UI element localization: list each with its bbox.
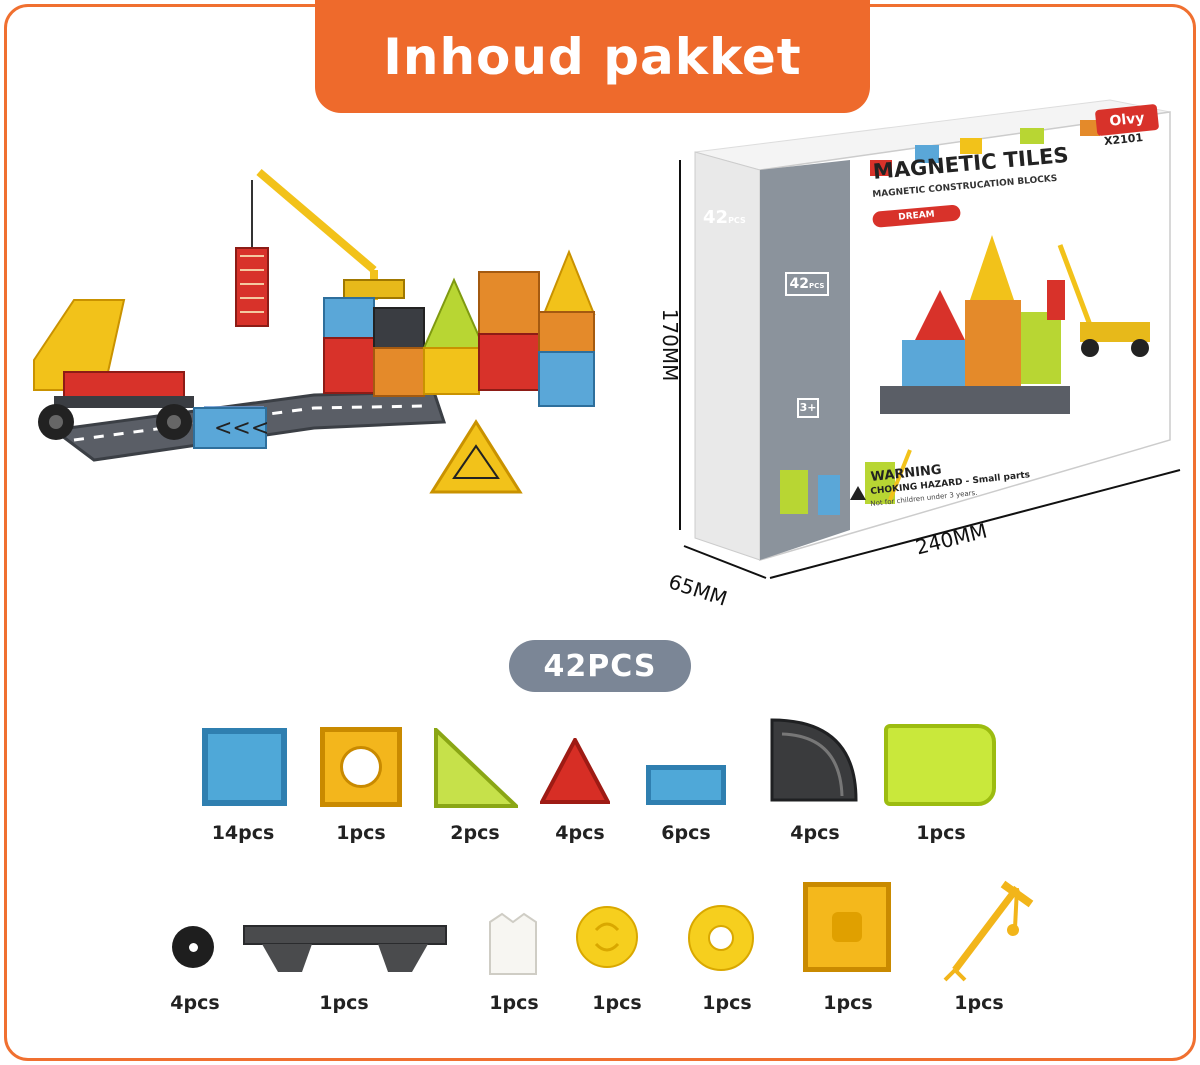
green-right-triangle-tile-icon <box>434 728 518 808</box>
product-box-image <box>679 99 1181 579</box>
row1-qty-1: 14pcs <box>211 822 275 844</box>
box-pieces-badge: 42PCS <box>703 207 746 228</box>
row1-qty-6: 4pcs <box>790 822 840 844</box>
lime-curved-tile-icon <box>884 724 996 806</box>
yellow-crane-base-tile-icon <box>803 882 891 972</box>
row2-qty-2: 1pcs <box>319 992 369 1014</box>
row2-qty-7: 1pcs <box>954 992 1004 1014</box>
row1-qty-4: 4pcs <box>555 822 605 844</box>
box-pieces-unit: PCS <box>728 216 746 225</box>
row2-qty-1: 4pcs <box>170 992 220 1014</box>
page-title: Inhoud pakket <box>315 0 870 113</box>
row1-qty-2: 1pcs <box>336 822 386 844</box>
box-side-pieces-unit: PCS <box>809 282 825 290</box>
dark-truck-base-icon <box>243 925 447 972</box>
yellow-ring-square-tile-icon <box>320 727 402 807</box>
row1-qty-3: 2pcs <box>450 822 500 844</box>
white-connector-icon <box>489 912 537 975</box>
warning-icon <box>850 486 866 500</box>
dark-quarter-road-tile-icon <box>770 718 858 802</box>
box-side-pieces-number: 42 <box>789 276 810 292</box>
row1-qty-7: 1pcs <box>916 822 966 844</box>
yellow-crane-arm-icon <box>943 880 1034 982</box>
row2-qty-3: 1pcs <box>489 992 539 1014</box>
blue-square-tile-icon <box>202 728 287 806</box>
box-pieces-number: 42 <box>703 207 729 228</box>
row2-qty-6: 1pcs <box>823 992 873 1014</box>
assembled-scene-image: <<< <box>33 168 596 494</box>
yellow-ring-disc-icon <box>688 905 754 971</box>
total-count-badge: 42PCS <box>509 640 691 692</box>
row1-qty-5: 6pcs <box>661 822 711 844</box>
black-wheel-icon <box>172 926 214 968</box>
red-triangle-tile-icon <box>540 738 610 804</box>
box-side-pieces: 42PCS <box>785 272 829 296</box>
blue-rectangle-tile-icon <box>646 765 726 805</box>
yellow-gear-disc-icon <box>576 906 638 968</box>
dimension-height: 170MM <box>658 308 682 382</box>
box-age-label: 3+ <box>797 398 819 418</box>
row2-qty-5: 1pcs <box>702 992 752 1014</box>
row2-qty-4: 1pcs <box>592 992 642 1014</box>
svg-text:<<<: <<< <box>214 416 269 441</box>
